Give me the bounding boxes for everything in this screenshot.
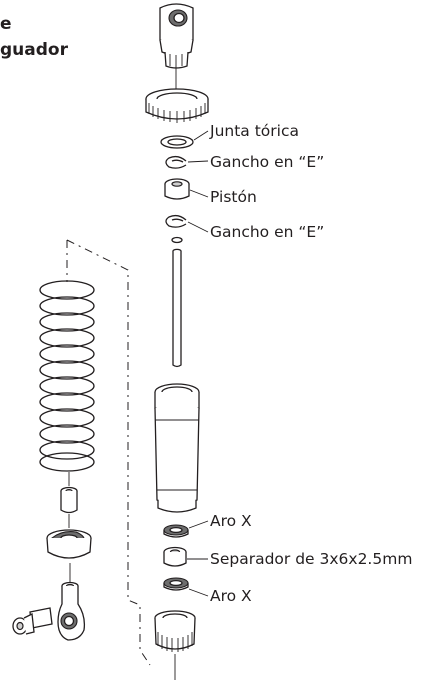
piston-part [164,178,190,200]
label-o-ring: Junta tórica [210,122,299,140]
spring-retainer [46,529,92,559]
coil-spring [39,280,95,472]
leader-x-ring-bottom [188,588,209,597]
leader-piston [189,189,209,198]
label-x-ring-bottom: Aro X [210,587,252,605]
label-x-ring-top: Aro X [210,512,252,530]
leader-e-clip-top [187,160,209,163]
spacer-part [163,546,187,567]
label-e-clip-bottom: Gancho en “E” [210,223,325,241]
assembly-guide-dashed-line [66,239,151,666]
spring-adjuster-ring [145,88,209,123]
rod-washer [171,236,183,244]
spring-collar [60,486,78,514]
label-e-clip-top: Gancho en “E” [210,153,325,171]
shock-cap-rod-end [159,3,194,69]
leader-x-ring-top [188,520,209,529]
e-clip-top-part [165,155,187,169]
lower-rod-end [57,581,86,641]
ball-stud [12,607,53,635]
label-spacer: Separador de 3x6x2.5mm [210,550,413,568]
leader-e-clip-bottom [187,221,209,233]
e-clip-bottom-part [165,214,187,228]
shock-body [154,383,200,513]
label-piston: Pistón [210,188,257,206]
bottom-cap [154,610,196,652]
leader-o-ring [193,130,209,141]
shock-shaft [172,248,182,368]
title-fragment-line-2: guador [0,40,68,60]
title-fragment-line-1: e [0,14,12,34]
x-ring-top-part [163,524,189,538]
o-ring-part [160,135,194,149]
x-ring-bottom-part [163,577,189,591]
